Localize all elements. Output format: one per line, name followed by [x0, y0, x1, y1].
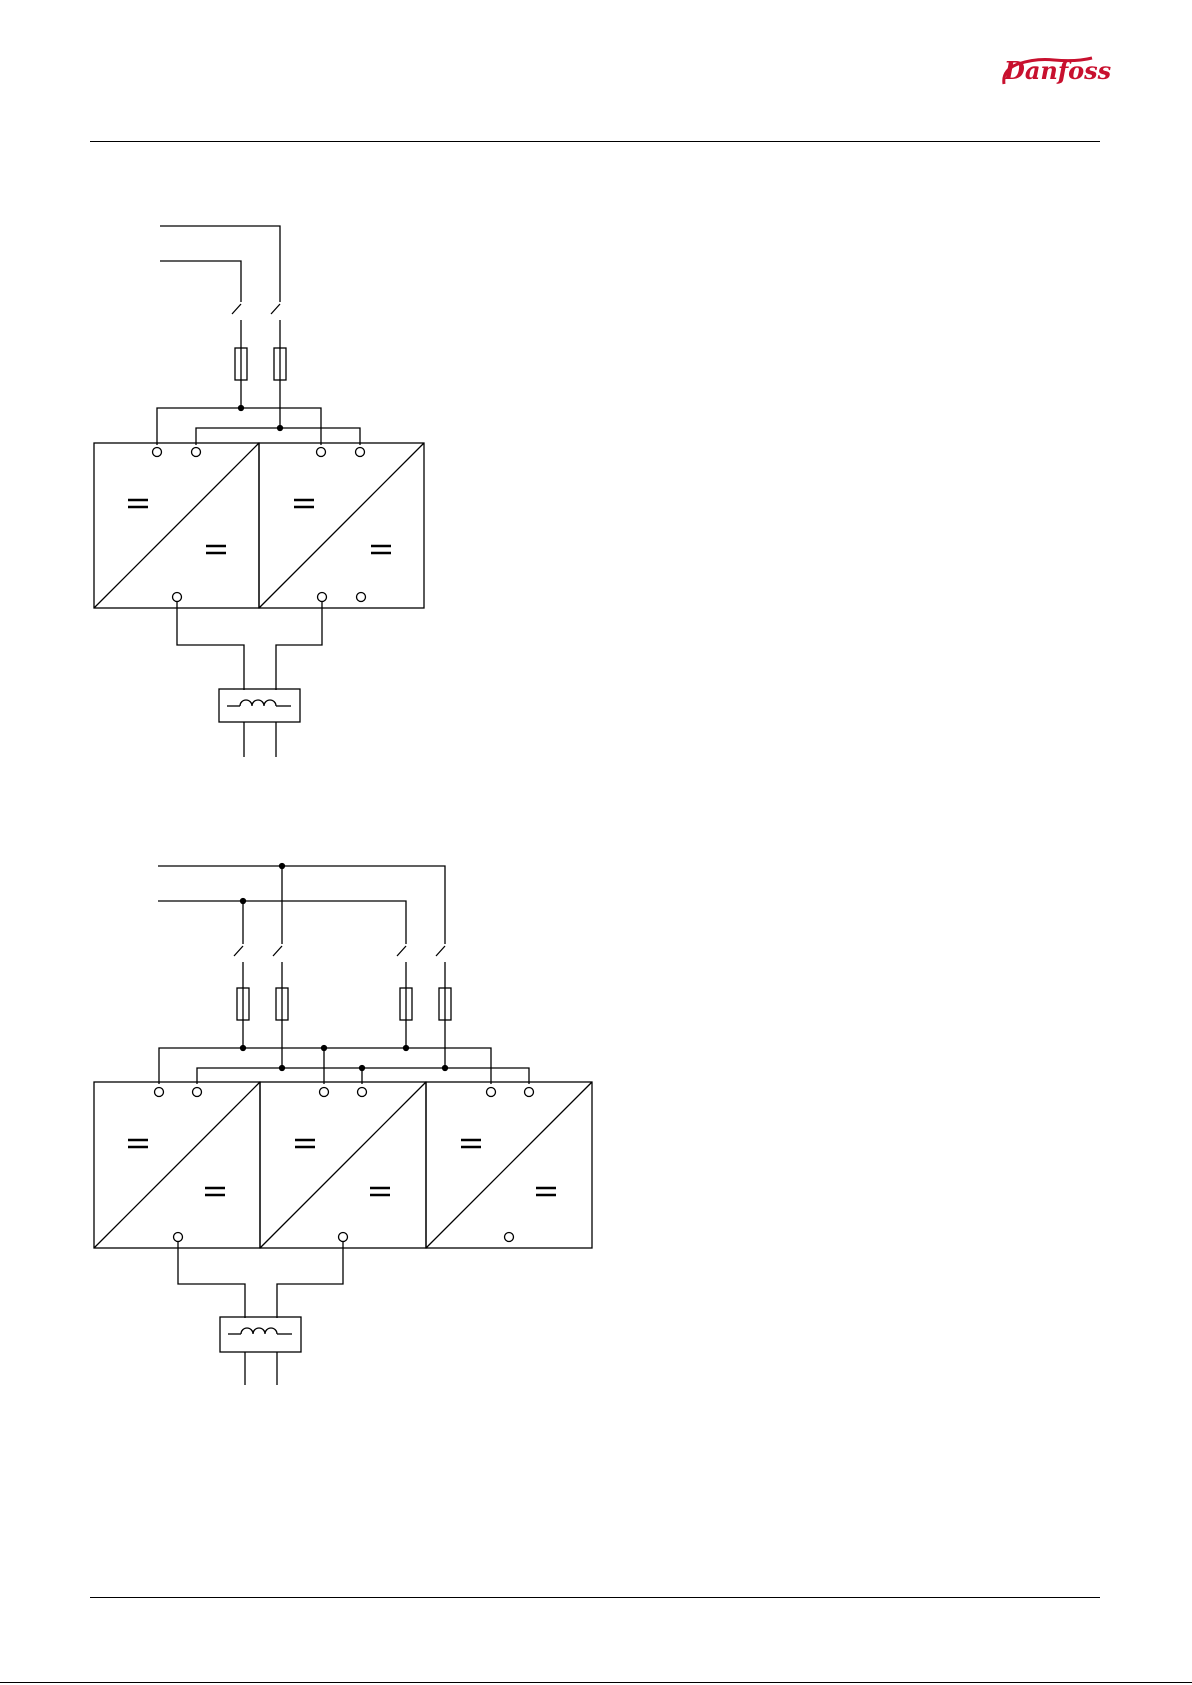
- supply-lines: [158, 864, 445, 945]
- fuse-1: [237, 988, 249, 1020]
- disconnect-switch-4: [436, 946, 445, 988]
- disconnect-switch-3: [397, 946, 406, 988]
- dc-dc-converter-3: [426, 1082, 592, 1248]
- footer-divider: [90, 1597, 1100, 1598]
- page-bottom-edge: [0, 1682, 1192, 1683]
- fuse-4: [439, 988, 451, 1020]
- dc-bus-wiring: [159, 1020, 529, 1084]
- fuse-3: [400, 988, 412, 1020]
- output-wiring: [178, 1242, 343, 1318]
- dc-dc-converter-1: [94, 1082, 260, 1248]
- dc-dc-converter-2: [260, 1082, 426, 1248]
- disconnect-switch-1: [234, 946, 243, 988]
- inductor-1: [220, 1317, 301, 1385]
- disconnect-switch-2: [273, 946, 282, 988]
- fuse-2: [276, 988, 288, 1020]
